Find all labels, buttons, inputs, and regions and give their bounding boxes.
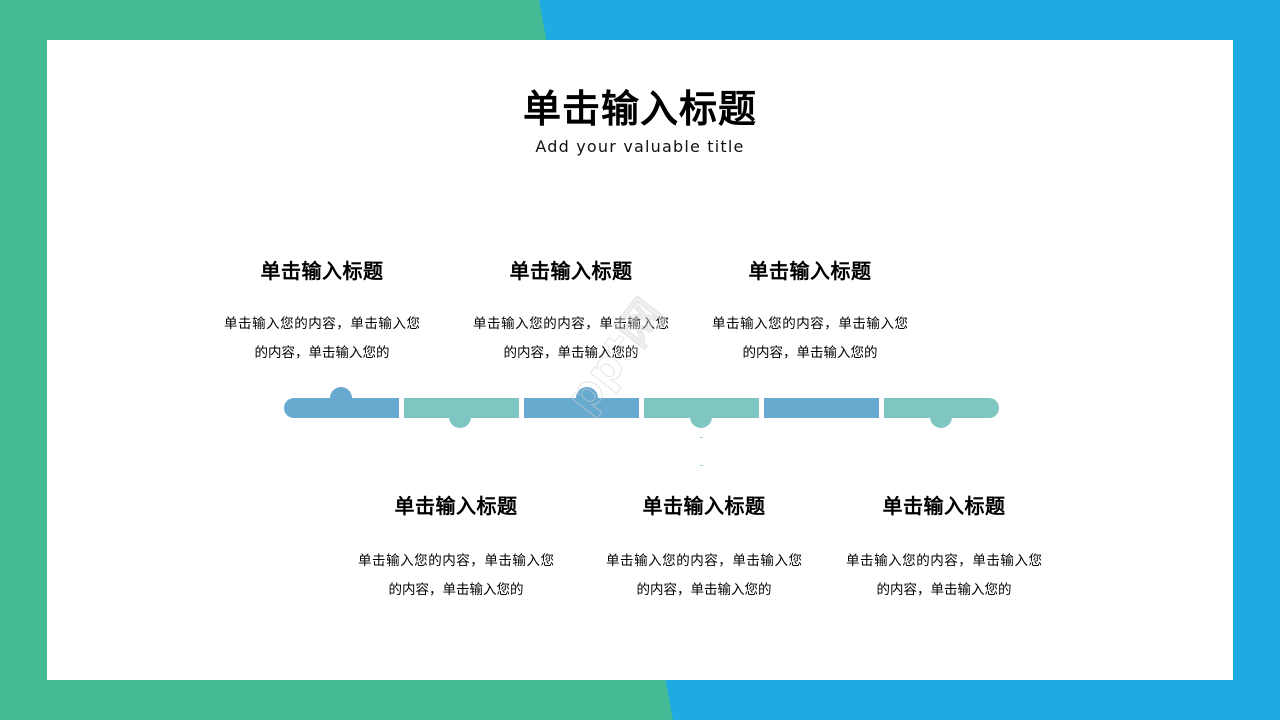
timeline-segment-1 [284,398,399,418]
timeline-segment-3 [524,398,639,418]
item-body: 单击输入您的内容，单击输入您的内容，单击输入您的 [606,553,802,598]
item-heading: 单击输入标题 [394,494,518,518]
content-card [47,40,1233,680]
item-body: 单击输入您的内容，单击输入您的内容，单击输入您的 [846,553,1042,598]
timeline-item-bottom-3[interactable]: 单击输入标题 单击输入您的内容，单击输入您的内容，单击输入您的 [834,491,1054,605]
item-heading: 单击输入标题 [882,494,1006,518]
timeline-item-bottom-2[interactable]: 单击输入标题 单击输入您的内容，单击输入您的内容，单击输入您的 [594,491,814,605]
item-heading: 单击输入标题 [509,259,633,283]
item-heading: 单击输入标题 [748,259,872,283]
item-heading: 单击输入标题 [260,259,384,283]
timeline-item-top-2[interactable]: 单击输入标题 单击输入您的内容，单击输入您的内容，单击输入您的 [461,256,681,368]
artifact-dot [700,437,703,438]
timeline-segment-5 [764,398,879,418]
artifact-dot [700,465,703,466]
slide-title[interactable]: 单击输入标题 [522,87,757,131]
item-heading: 单击输入标题 [642,494,766,518]
item-body: 单击输入您的内容，单击输入您的内容，单击输入您的 [224,316,420,361]
timeline-segment-6 [884,398,999,418]
item-body: 单击输入您的内容，单击输入您的内容，单击输入您的 [712,316,908,361]
item-body: 单击输入您的内容，单击输入您的内容，单击输入您的 [358,553,554,598]
timeline-item-top-1[interactable]: 单击输入标题 单击输入您的内容，单击输入您的内容，单击输入您的 [212,256,432,368]
timeline-item-top-3[interactable]: 单击输入标题 单击输入您的内容，单击输入您的内容，单击输入您的 [700,256,920,368]
timeline-segment-4 [644,398,759,418]
item-body: 单击输入您的内容，单击输入您的内容，单击输入您的 [473,316,669,361]
timeline-item-bottom-1[interactable]: 单击输入标题 单击输入您的内容，单击输入您的内容，单击输入您的 [346,491,566,605]
slide-subtitle[interactable]: Add your valuable title [535,137,745,156]
timeline-segment-2 [404,398,519,418]
